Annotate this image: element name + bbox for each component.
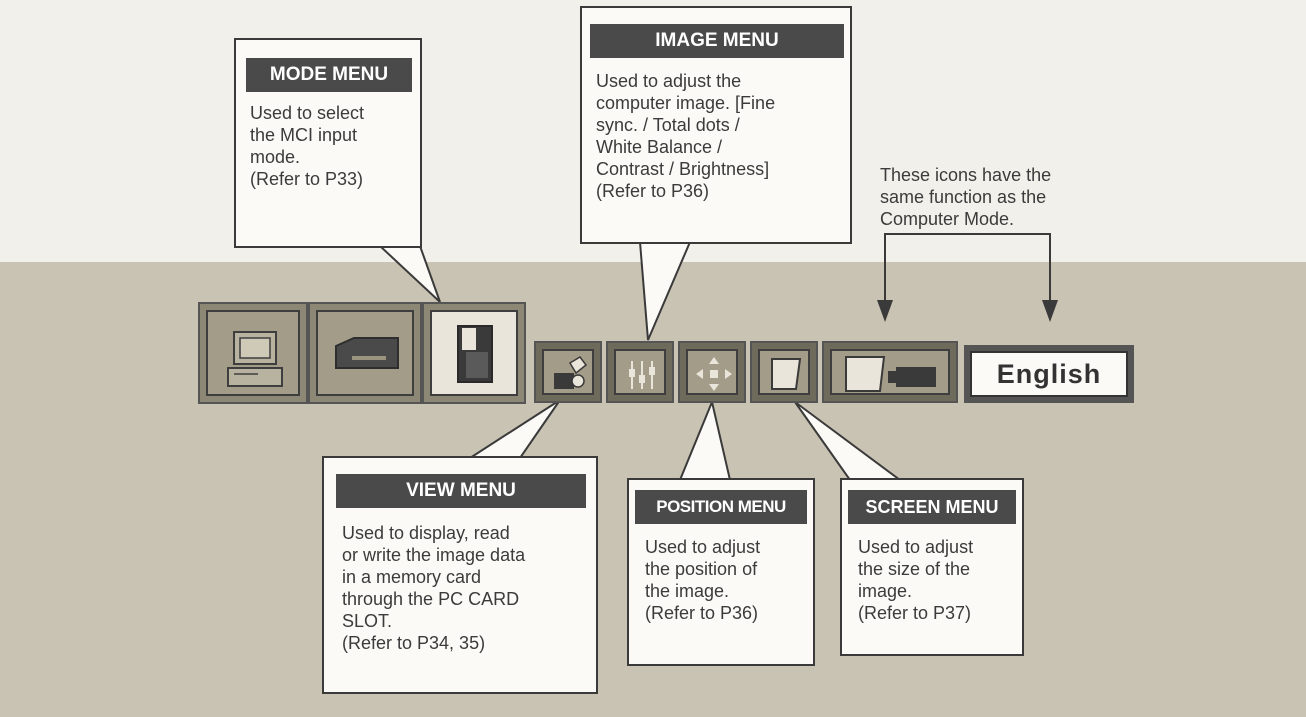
- shared-function-note: These icons have the same function as th…: [880, 165, 1052, 229]
- view-menu-title: VIEW MENU: [336, 474, 586, 508]
- menu-tile-screen[interactable]: [750, 341, 818, 403]
- image-menu-callout: IMAGE MENU Used to adjust the computer i…: [580, 6, 852, 244]
- position-menu-title: POSITION MENU: [635, 490, 807, 524]
- image-menu-body: Used to adjust the computer image. [Fine…: [596, 71, 776, 201]
- mode-menu-pointer: [377, 245, 441, 303]
- position-menu-body: Used to adjust the position of the image…: [645, 537, 761, 623]
- view-menu-body: Used to display, read or write the image…: [342, 523, 526, 653]
- image-adjust-icon: [629, 361, 655, 389]
- language-label: English: [970, 351, 1128, 397]
- position-menu-pointer: [678, 398, 732, 481]
- menu-tile-camera[interactable]: [822, 341, 958, 403]
- screen-menu-callout: SCREEN MENU Used to adjust the size of t…: [840, 478, 1024, 656]
- screen-menu-pointer: [794, 401, 904, 481]
- image-menu-pointer: [638, 241, 692, 341]
- view-menu-callout: VIEW MENU Used to display, read or write…: [322, 456, 598, 694]
- screen-menu-body: Used to adjust the size of the image. (R…: [858, 537, 974, 623]
- menu-tile-view[interactable]: [534, 341, 602, 403]
- image-menu-title: IMAGE MENU: [590, 24, 844, 58]
- note-arrow-right: [1042, 300, 1058, 322]
- view-menu-pointer: [466, 399, 561, 459]
- memory-card-icon: [457, 325, 493, 383]
- camera-icon: [845, 356, 936, 392]
- menu-tile-computer[interactable]: [198, 302, 308, 404]
- position-icon: [696, 357, 732, 391]
- menu-tile-memory-card[interactable]: [422, 302, 526, 404]
- mode-menu-body: Used to select the MCI input mode. (Refe…: [250, 103, 365, 189]
- language-selector[interactable]: English: [964, 345, 1134, 403]
- mode-menu-callout: MODE MENU Used to select the MCI input m…: [234, 38, 422, 248]
- video-deck-icon: [335, 337, 399, 369]
- note-arrow-left: [877, 300, 893, 322]
- mode-menu-title: MODE MENU: [246, 58, 412, 92]
- menu-tile-video[interactable]: [308, 302, 422, 404]
- position-menu-callout: POSITION MENU Used to adjust the positio…: [627, 478, 815, 666]
- computer-icon: [227, 331, 283, 387]
- screen-icon: [771, 358, 802, 390]
- view-icon: [554, 356, 588, 389]
- menu-tile-position[interactable]: [678, 341, 746, 403]
- menu-tile-image[interactable]: [606, 341, 674, 403]
- note-bracket: [884, 233, 1051, 300]
- screen-menu-title: SCREEN MENU: [848, 490, 1016, 524]
